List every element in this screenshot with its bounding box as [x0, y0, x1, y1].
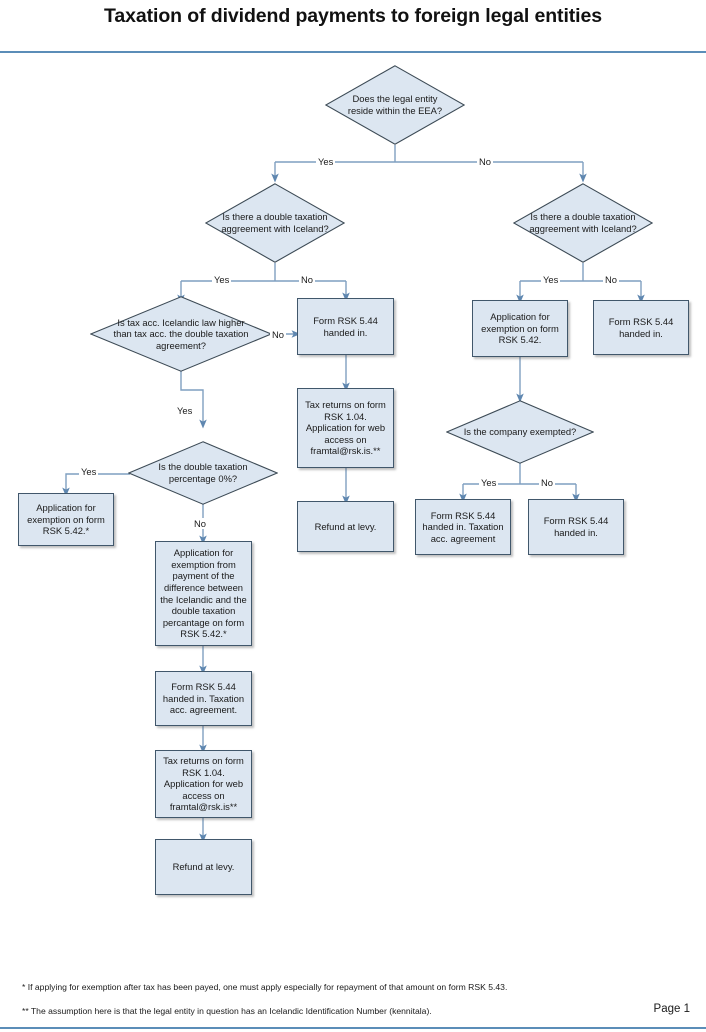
- process-label: Refund at levy.: [172, 861, 235, 873]
- process-tax-returns-104-mid[interactable]: Tax returns on form RSK 1.04. Applicatio…: [297, 388, 394, 468]
- process-form-544-exempted-yes[interactable]: Form RSK 5.44 handed in. Taxation acc. a…: [415, 499, 511, 555]
- edge-label-dta-left-yes: Yes: [212, 274, 232, 285]
- footer-divider: [0, 1027, 706, 1029]
- process-form-544-right[interactable]: Form RSK 5.44 handed in.: [593, 300, 689, 355]
- edge-label-percent-zero-yes: Yes: [79, 466, 99, 477]
- process-label: Form RSK 5.44 handed in. Taxation acc. a…: [162, 681, 245, 716]
- header-divider: [0, 51, 706, 53]
- decision-label: Is there a double taxation aggreement wi…: [529, 211, 637, 234]
- process-tax-returns-104-left[interactable]: Tax returns on form RSK 1.04. Applicatio…: [155, 750, 252, 818]
- decision-label: Is the company exempted?: [463, 426, 577, 438]
- process-form-544-exempted-no[interactable]: Form RSK 5.44 handed in.: [528, 499, 624, 555]
- diamond-shape: [325, 65, 465, 145]
- process-label: Refund at levy.: [314, 520, 377, 532]
- diamond-shape: [446, 400, 594, 464]
- process-exemption-difference-542-star[interactable]: Application for exemption from payment o…: [155, 541, 252, 646]
- process-label: Tax returns on form RSK 1.04. Applicatio…: [305, 399, 386, 457]
- decision-tax-acc-higher[interactable]: Is tax acc. Icelandic law higher than ta…: [90, 296, 272, 372]
- decision-dta-eea-no[interactable]: Is there a double taxation aggreement wi…: [513, 183, 653, 263]
- edge-label-eea-yes: Yes: [316, 156, 336, 167]
- decision-label: Is tax acc. Icelandic law higher than ta…: [113, 316, 249, 351]
- process-exemption-form-542[interactable]: Application for exemption on form RSK 5.…: [472, 300, 568, 357]
- decision-company-exempted[interactable]: Is the company exempted?: [446, 400, 594, 464]
- decision-reside-in-eea[interactable]: Does the legal entity reside within the …: [325, 65, 465, 145]
- edge-label-tax-higher-yes: Yes: [175, 405, 195, 416]
- edge-label-percent-zero-no: No: [192, 518, 208, 529]
- edge-label-eea-no: No: [477, 156, 493, 167]
- process-label: Form RSK 5.44 handed in. Taxation acc. a…: [422, 509, 504, 544]
- process-refund-at-levy-mid[interactable]: Refund at levy.: [297, 501, 394, 552]
- edge-label-dta-right-yes: Yes: [541, 274, 561, 285]
- process-label: Form RSK 5.44 handed in.: [543, 515, 609, 538]
- process-label: Form RSK 5.44 handed in.: [608, 315, 674, 339]
- decision-dta-eea-yes[interactable]: Is there a double taxation aggreement wi…: [205, 183, 345, 263]
- edge-label-dta-right-no: No: [603, 274, 619, 285]
- process-label: Application for exemption from payment o…: [160, 547, 247, 640]
- process-refund-at-levy-left[interactable]: Refund at levy.: [155, 839, 252, 895]
- page-number: Page 1: [653, 1003, 690, 1015]
- decision-label: Does the legal entity reside within the …: [347, 93, 443, 116]
- edge-label-exempted-no: No: [539, 477, 555, 488]
- process-label: Tax returns on form RSK 1.04. Applicatio…: [163, 755, 244, 813]
- process-label: Application for exemption on form RSK 5.…: [27, 502, 105, 537]
- page-title: Taxation of dividend payments to foreign…: [104, 5, 602, 27]
- process-form-544-taxation-acc-agreement[interactable]: Form RSK 5.44 handed in. Taxation acc. a…: [155, 671, 252, 726]
- diamond-shape: [128, 441, 278, 505]
- footnote-double-star: ** The assumption here is that the legal…: [22, 1006, 432, 1016]
- process-label: Application for exemption on form RSK 5.…: [481, 311, 559, 346]
- process-form-544-mid[interactable]: Form RSK 5.44 handed in.: [297, 298, 394, 355]
- diamond-shape: [205, 183, 345, 263]
- process-exemption-form-542-star[interactable]: Application for exemption on form RSK 5.…: [18, 493, 114, 546]
- decision-label: Is the double taxation percentage 0%?: [158, 461, 248, 484]
- decision-percentage-zero[interactable]: Is the double taxation percentage 0%?: [128, 441, 278, 505]
- diamond-shape: [90, 296, 272, 372]
- edge-label-exempted-yes: Yes: [479, 477, 499, 488]
- edge-label-tax-higher-no: No: [270, 329, 286, 340]
- process-label: Form RSK 5.44 handed in.: [313, 314, 378, 338]
- edge-label-dta-left-no: No: [299, 274, 315, 285]
- decision-label: Is there a double taxation aggreement wi…: [221, 211, 329, 234]
- diamond-shape: [513, 183, 653, 263]
- footnote-single-star: * If applying for exemption after tax ha…: [22, 982, 508, 992]
